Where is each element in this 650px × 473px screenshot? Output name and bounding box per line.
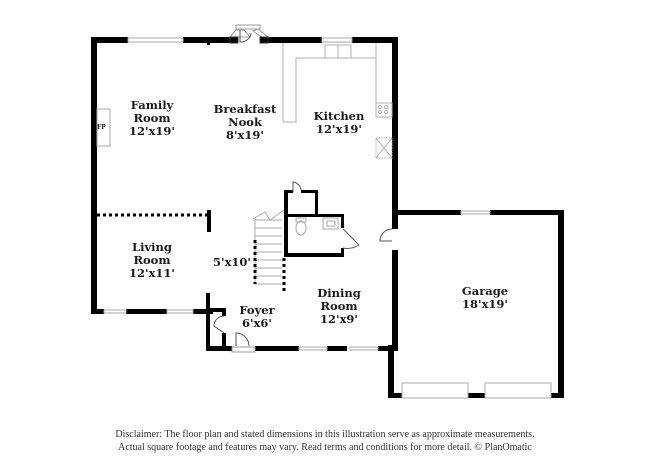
room-garage-name: Garage bbox=[461, 284, 509, 298]
room-kitchen-name: Kitchen bbox=[313, 109, 365, 123]
room-family-dimensions: 12'x19' bbox=[129, 124, 175, 138]
room-family: Family Room 12'x19' bbox=[129, 99, 175, 138]
room-dining: Dining Room 12'x9' bbox=[317, 287, 360, 326]
room-kitchen: Kitchen 12'x19' bbox=[314, 110, 365, 136]
room-stairs-dimensions: 5'x10' bbox=[213, 255, 251, 269]
room-garage: Garage 18'x19' bbox=[462, 285, 508, 311]
kitchen-counters bbox=[282, 43, 393, 159]
bay-door bbox=[228, 24, 270, 44]
fireplace bbox=[96, 108, 111, 147]
disclaimer-line-2: Actual square footage and features may v… bbox=[118, 442, 532, 453]
doors bbox=[213, 228, 393, 353]
room-breakfast-nook: Breakfast Nook 8'x19' bbox=[214, 103, 277, 142]
room-kitchen-dimensions: 12'x19' bbox=[316, 122, 362, 136]
exterior-walls bbox=[91, 37, 564, 398]
room-foyer-name: Foyer bbox=[239, 303, 275, 317]
room-dining-name-2: Room bbox=[320, 299, 358, 313]
room-family-name-1: Family bbox=[130, 98, 174, 112]
room-stairs: 5'x10' bbox=[213, 256, 251, 269]
room-family-name-2: Room bbox=[133, 111, 171, 125]
powder-room bbox=[284, 181, 360, 257]
fireplace-label: FP bbox=[97, 124, 106, 131]
stairs bbox=[252, 209, 286, 292]
room-dining-name-1: Dining bbox=[317, 286, 361, 300]
room-living-name-1: Living bbox=[132, 240, 172, 254]
room-foyer-dimensions: 6'x6' bbox=[242, 316, 272, 330]
room-nook-name-1: Breakfast bbox=[213, 102, 277, 116]
windows bbox=[103, 37, 552, 399]
room-living-dimensions: 12'x11' bbox=[129, 266, 175, 280]
room-dining-dimensions: 12'x9' bbox=[320, 312, 358, 326]
room-foyer: Foyer 6'x6' bbox=[239, 304, 274, 330]
room-living: Living Room 12'x11' bbox=[129, 241, 175, 280]
disclaimer: Disclaimer: The floor plan and stated di… bbox=[0, 428, 650, 454]
room-garage-dimensions: 18'x19' bbox=[462, 297, 508, 311]
disclaimer-line-1: Disclaimer: The floor plan and stated di… bbox=[115, 429, 535, 440]
room-nook-dimensions: 8'x19' bbox=[226, 128, 264, 142]
room-nook-name-2: Nook bbox=[228, 115, 262, 129]
room-living-name-2: Room bbox=[133, 253, 171, 267]
